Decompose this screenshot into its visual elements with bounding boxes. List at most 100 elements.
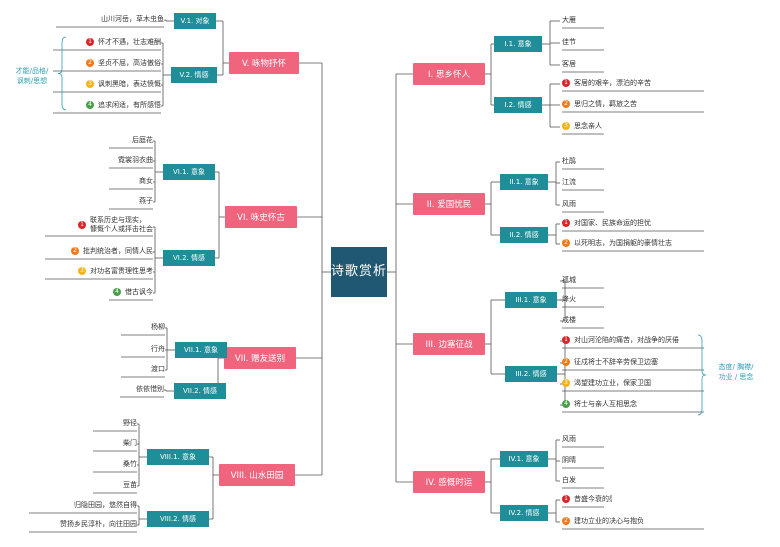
leaf-node[interactable]: 行舟 [117,342,165,356]
leaf-node[interactable]: 渡口 [117,362,165,376]
leaf-text: 桑竹 [123,460,137,468]
leaf-node[interactable]: 后庭花 [105,133,153,147]
leaf-node[interactable]: 白发 [562,473,612,487]
leaf-text: 建功立业的决心与抱负 [574,517,644,525]
leaf-node[interactable]: 佳节 [562,35,612,49]
sub-branch-l7-2[interactable]: VII.2. 情感 [174,383,226,399]
sub-branch-l8-1[interactable]: VIII.1. 意象 [147,449,209,465]
sub-branch-r3-2[interactable]: III.2. 情感 [505,366,557,382]
leaf-node[interactable]: 客居 [562,57,612,71]
leaf-node[interactable]: 1昔盛今衰的感慨 [562,492,612,506]
leaf-text: 归隐田园，悠然自得 [74,501,137,509]
sub-branch-l8-2[interactable]: VIII.2. 情感 [147,511,209,527]
leaf-text: 借古讽今 [125,288,153,296]
leaf-node[interactable]: 桑竹 [89,457,137,471]
leaf-text: 思归之情，羁旅之苦 [574,100,637,108]
branch-l5[interactable]: V. 咏物抒怀 [229,52,299,74]
leaf-text: 杨柳 [151,323,165,331]
sub-branch-r4-2[interactable]: IV.2. 情感 [500,505,548,521]
sub-branch-l6-2[interactable]: VI.2. 情感 [163,250,215,266]
sub-branch-r2-2[interactable]: II.2. 情感 [500,227,548,243]
leaf-text: 大雁 [562,16,576,24]
leaf-node[interactable]: 豆苗 [89,478,137,492]
leaf-node[interactable]: 风雨 [562,432,612,446]
sub-branch-l5-2[interactable]: V.2. 情感 [171,67,217,83]
branch-r4[interactable]: IV. 感慨时运 [413,471,485,493]
note-right[interactable]: 态度/ 胸襟/ 功业 / 思念 [718,363,754,381]
leaf-text: 客居的艰辛，漂泊的辛苦 [574,79,651,87]
center-topic[interactable]: 诗歌赏析 [331,247,387,297]
leaf-node[interactable]: 戍楼 [562,313,612,327]
sub-branch-l5-1[interactable]: V.1. 对象 [174,13,216,29]
leaf-text: 怀才不遇，壮志难酬 [98,38,161,46]
note-left[interactable]: 才能/品格/ 讽刺/思想 [15,67,49,85]
branch-r1[interactable]: I. 思乡怀人 [413,63,485,85]
sub-branch-l6-1[interactable]: VI.1. 意象 [163,164,215,180]
sub-branch-r3-1[interactable]: III.1. 意象 [505,292,557,308]
leaf-text: 霓裳羽衣曲 [118,156,153,164]
leaf-node[interactable]: 霓裳羽衣曲 [105,153,153,167]
branch-r3[interactable]: III. 边塞征战 [413,333,485,355]
leaf-node[interactable]: 燕子 [105,194,153,208]
leaf-node[interactable]: 2 坚贞不屈，高洁傲俗 [49,56,161,70]
leaf-node[interactable]: 江流 [562,175,612,189]
leaf-text: 昔盛今衰的感慨 [574,495,612,503]
sub-branch-r1-2[interactable]: I.2. 情感 [494,97,542,113]
leaf-text: 依依惜别 [136,385,164,393]
summary-brace [697,334,707,416]
leaf-node[interactable]: 赞扬乡民淳朴，向往田园 [25,517,137,531]
priority-marker-icon: 2 [86,59,94,67]
sub-branch-r4-1[interactable]: IV.1. 意象 [500,451,548,467]
leaf-text: 杜鹃 [562,157,576,165]
priority-marker-icon: 2 [562,358,570,366]
priority-marker-icon: 4 [562,400,570,408]
priority-marker-icon: 2 [71,247,79,255]
leaf-node[interactable]: 风雨 [562,197,612,211]
leaf-node[interactable]: 大雁 [562,13,612,27]
leaf-text: 江流 [562,178,576,186]
leaf-node[interactable]: 商女 [105,174,153,188]
sub-branch-r1-1[interactable]: I.1. 意象 [494,36,542,52]
leaf-node[interactable]: 杨柳 [117,320,165,334]
branch-l8[interactable]: VIII. 山水田园 [219,464,295,486]
leaf-text: 柴门 [123,439,137,447]
leaf-text: 戍楼 [562,316,576,324]
leaf-node[interactable]: 阴晴 [562,453,612,467]
leaf-node[interactable]: 依依惜别 [116,382,164,396]
leaf-node[interactable]: 野径 [89,416,137,430]
leaf-node[interactable]: 杜鹃 [562,154,612,168]
leaf-text: 烽火 [562,295,576,303]
branch-l7[interactable]: VII. 赠友送别 [224,347,296,369]
leaf-text: 对功名富贵理性思考 [90,267,153,275]
branch-l6[interactable]: VI. 咏史怀古 [225,206,297,228]
leaf-node[interactable]: 归隐田园，悠然自得 [25,498,137,512]
leaf-node[interactable]: 烽火 [562,292,612,306]
leaf-node[interactable]: 柴门 [89,436,137,450]
sub-branch-l7-1[interactable]: VII.1. 意象 [175,342,227,358]
leaf-node[interactable]: 山川河岳，草木虫鱼 [52,12,164,26]
branch-r2[interactable]: II. 爱国忧民 [413,193,485,215]
leaf-text: 坚贞不屈，高洁傲俗 [98,59,161,67]
sub-branch-r2-1[interactable]: II.1. 意象 [500,174,548,190]
leaf-node[interactable]: 孤城 [562,273,612,287]
leaf-text: 渴望建功立业，保家卫国 [574,379,651,387]
